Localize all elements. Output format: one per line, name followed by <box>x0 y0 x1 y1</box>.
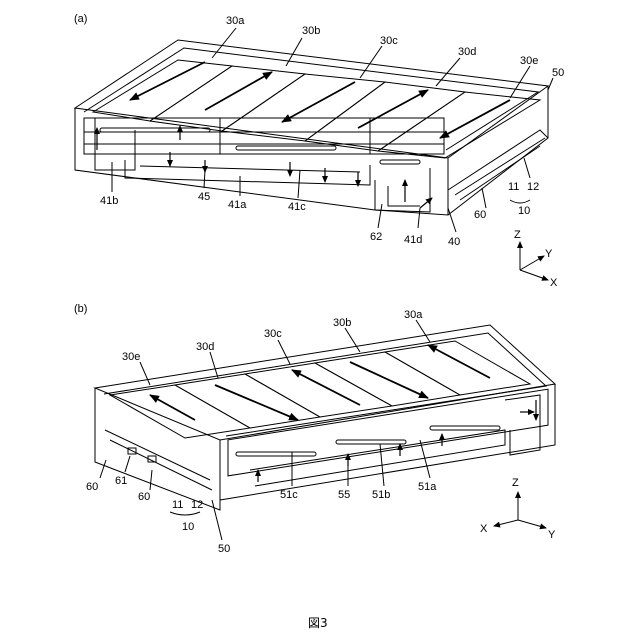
label-12: 12 <box>527 181 539 193</box>
axis-y-label-b: Y <box>548 529 556 541</box>
label-50: 50 <box>552 67 564 79</box>
tray-60-b <box>105 430 210 480</box>
flow-arrow-30d <box>358 90 428 128</box>
label-11: 11 <box>508 181 519 193</box>
panel-a <box>75 28 553 280</box>
riser-41d <box>375 168 430 212</box>
label-30e-b: 30e <box>122 351 140 363</box>
label-45: 45 <box>198 191 210 203</box>
axis-y-label-a: Y <box>545 248 553 260</box>
axis-z-label-b: Z <box>512 477 519 489</box>
flow-arrow-30c <box>282 82 355 122</box>
label-62: 62 <box>370 231 382 243</box>
duct-b-right <box>505 395 540 455</box>
frame-b-left <box>95 388 220 510</box>
label-30c-b: 30c <box>264 328 282 340</box>
label-41b: 41b <box>100 195 118 207</box>
figure-caption: 図3 <box>308 616 328 630</box>
battery-30e-face <box>378 92 540 158</box>
label-40: 40 <box>448 236 460 248</box>
panel-a-labels: (a) 30a 30b 30c 30d 30e 50 41b 45 41a 41… <box>74 13 564 289</box>
axis-x-b <box>494 520 518 526</box>
label-50-b: 50 <box>218 543 230 555</box>
label-30a: 30a <box>226 15 245 27</box>
flow-arrow-30a <box>130 62 205 100</box>
section-box-b <box>228 389 548 476</box>
label-10: 10 <box>518 205 530 217</box>
label-30b-b: 30b <box>333 317 351 329</box>
panel-b-tag: (b) <box>74 303 87 315</box>
label-11-b: 11 <box>172 499 183 511</box>
label-51a: 51a <box>418 481 437 493</box>
flow-arrow-30c-b <box>292 370 360 405</box>
label-51b: 51b <box>372 489 390 501</box>
panel-b <box>95 320 555 540</box>
frame-b-top <box>95 325 555 440</box>
axis-y-a <box>520 256 544 270</box>
battery-30a-face-b <box>385 341 530 395</box>
battery-30d-face <box>305 82 465 151</box>
frame-50-front <box>75 108 448 215</box>
label-41c: 41c <box>288 201 306 213</box>
label-51c: 51c <box>280 489 298 501</box>
battery-30a-face <box>93 60 232 121</box>
axis-x-label-b: X <box>480 523 488 535</box>
axis-y-b <box>518 520 546 528</box>
label-60-b: 60 <box>138 491 150 503</box>
label-41d: 41d <box>404 234 422 246</box>
flow-arrow-30a-b <box>428 345 490 378</box>
panel-a-tag: (a) <box>74 13 87 25</box>
label-10-b: 10 <box>182 521 194 533</box>
cooling-plate <box>100 128 210 132</box>
label-41a: 41a <box>228 199 247 211</box>
flow-arrow-30e-b <box>150 395 195 420</box>
axis-x-label-a: X <box>550 277 558 289</box>
axis-z-label-a: Z <box>514 229 521 241</box>
frame-50-top <box>75 40 548 158</box>
panel-b-labels: (b) 30e 30d 30c 30b 30a 60 61 60 11 12 1… <box>74 303 556 555</box>
battery-30d-face-b <box>175 374 320 428</box>
label-60: 60 <box>474 209 486 221</box>
label-12-b: 12 <box>191 499 203 511</box>
axis-x-a <box>520 270 548 280</box>
label-61: 61 <box>115 475 127 487</box>
label-60-left: 60 <box>86 481 98 493</box>
label-30b: 30b <box>302 25 320 37</box>
flow-arrow-30b-b <box>350 362 428 398</box>
label-30e: 30e <box>520 55 538 67</box>
label-55: 55 <box>338 489 350 501</box>
label-30d-b: 30d <box>196 341 214 353</box>
label-30c: 30c <box>380 35 398 47</box>
cooling-plate-b <box>236 452 316 456</box>
label-30a-b: 30a <box>404 309 423 321</box>
label-30d: 30d <box>458 46 476 58</box>
